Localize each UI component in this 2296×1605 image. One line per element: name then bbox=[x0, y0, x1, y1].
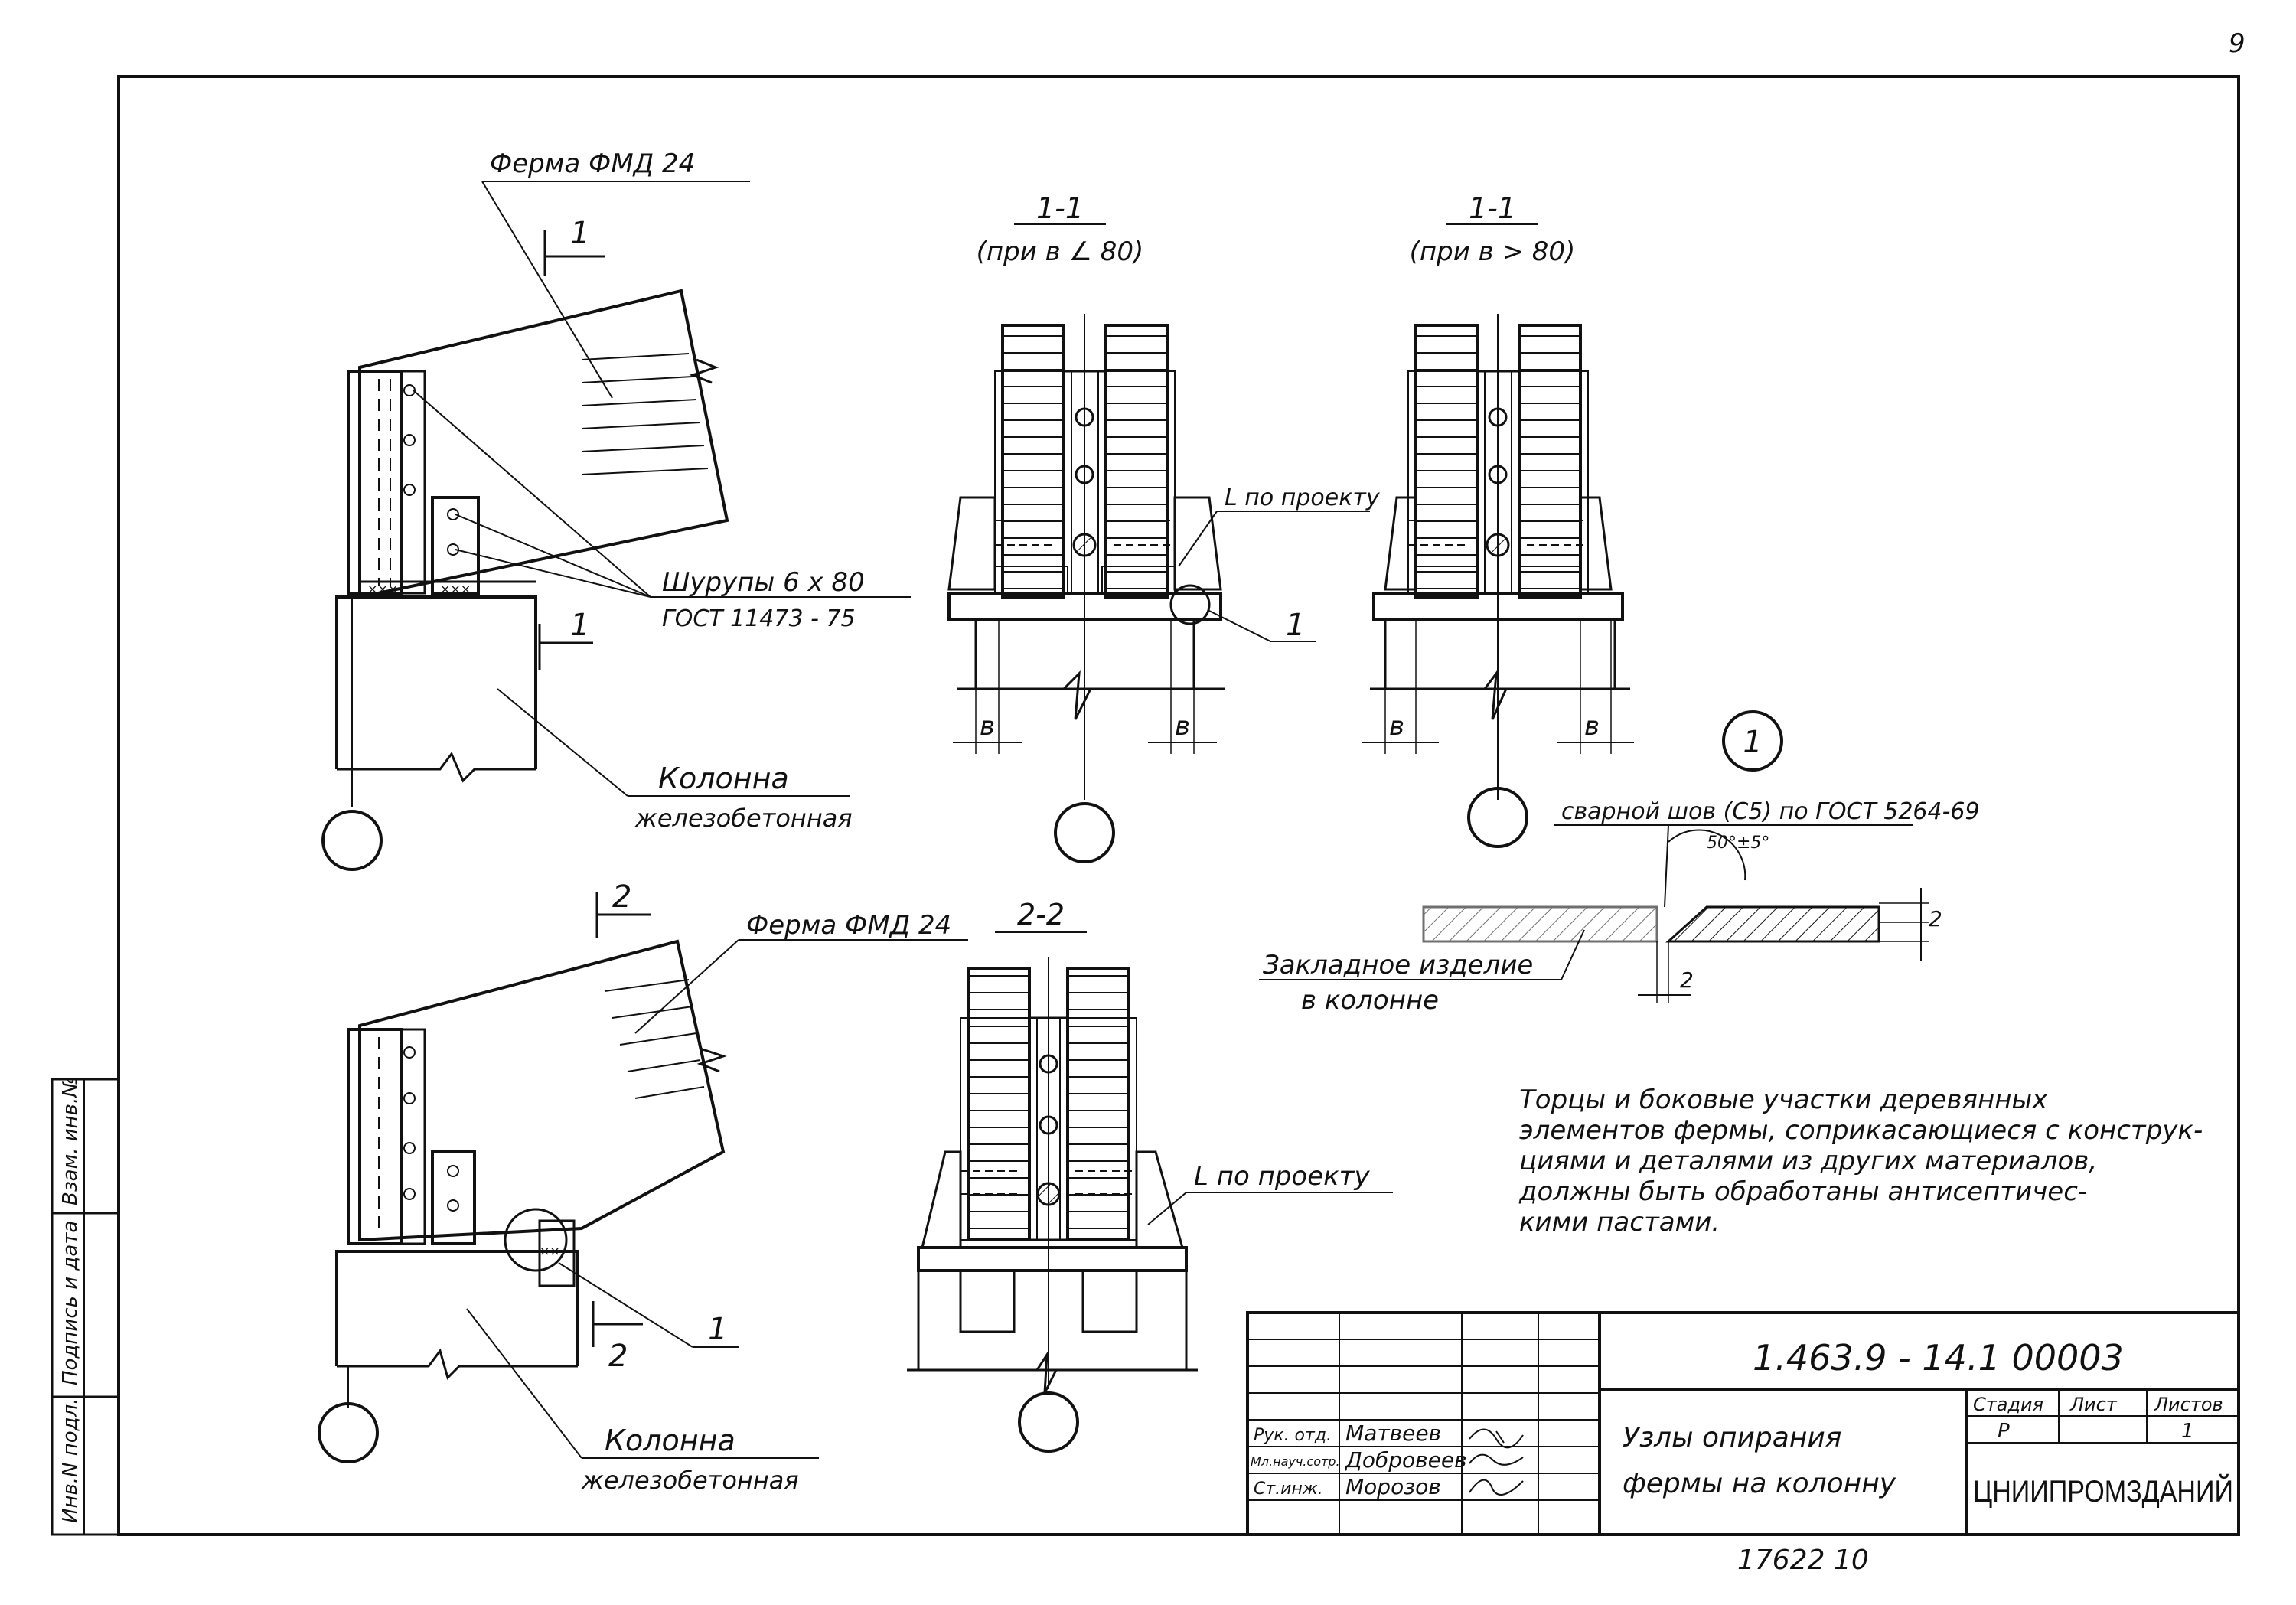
embedded-label: Закладное изделие bbox=[1263, 950, 1533, 980]
detail-1: 1 сварной шов (С5) по ГОСТ 5264-69 50°±5… bbox=[1259, 710, 1980, 1016]
side-stamp: Инв.N подл. Подпись и дата Взам. инв.№ bbox=[51, 1077, 120, 1536]
view-top-left: ××× ××× 1 1 Ферма ФМД 24 Шурупы 6 х 80 Г… bbox=[321, 148, 911, 871]
stage-value: Р bbox=[1998, 1420, 2010, 1443]
footer-number: 17622 10 bbox=[1737, 1545, 1869, 1576]
welded-plate bbox=[1665, 905, 1880, 943]
dim-b-b-left: в bbox=[1389, 711, 1404, 742]
section-a-condition: (при в ∠ 80) bbox=[977, 237, 1144, 267]
detail-mark-a: 1 bbox=[1286, 608, 1305, 643]
sheets-header: Листов bbox=[2154, 1394, 2223, 1415]
truss-top bbox=[358, 289, 729, 599]
axis-bubble-4 bbox=[318, 1402, 379, 1463]
stamp-replace-inv: Взам. инв.№ bbox=[59, 1077, 82, 1205]
truss-label-top: Ферма ФМД 24 bbox=[490, 148, 695, 179]
note-line-2: элементов фермы, соприкасающиеся с конст… bbox=[1519, 1115, 2203, 1146]
name-3: Морозов bbox=[1345, 1474, 1441, 1499]
stamp-inv-no: Инв.N подл. bbox=[59, 1398, 82, 1523]
signature-2 bbox=[1469, 1453, 1524, 1466]
general-note: Торцы и боковые участки деревянных элеме… bbox=[1518, 1085, 2203, 1238]
signature-1 bbox=[1469, 1428, 1524, 1449]
chord-right-b bbox=[1518, 324, 1582, 599]
section-1-1-a: 1-1 (при в ∠ 80) 1 L по проекту bbox=[947, 191, 1381, 863]
truss-grain-lines bbox=[581, 353, 709, 475]
column-label-bottom-2: железобетонная bbox=[581, 1466, 799, 1495]
dim-b-a-left: в bbox=[980, 711, 995, 742]
role-1: Рук. отд. bbox=[1254, 1426, 1332, 1445]
sheets-value: 1 bbox=[2181, 1420, 2194, 1443]
dim-b-a-right: в bbox=[1175, 711, 1190, 742]
section-b-condition: (при в > 80) bbox=[1410, 237, 1576, 267]
truss-break-mark bbox=[689, 358, 719, 384]
title-line-1: Узлы опирания bbox=[1623, 1422, 1841, 1453]
role-3: Ст.инж. bbox=[1254, 1479, 1323, 1499]
page-number: 9 bbox=[2229, 28, 2245, 59]
detail-mark-bottom: 1 bbox=[708, 1312, 727, 1347]
svg-text:×××: ××× bbox=[367, 582, 398, 596]
stamp-sign-date: Подпись и дата bbox=[59, 1221, 82, 1385]
dim-gap: 2 bbox=[1680, 967, 1694, 993]
chord-right-c bbox=[1066, 967, 1130, 1241]
sheet-header: Лист bbox=[2069, 1394, 2118, 1415]
stage-header: Стадия bbox=[1973, 1394, 2043, 1415]
name-2: Добровеев bbox=[1344, 1447, 1467, 1473]
column-label-top-2: железобетонная bbox=[634, 804, 853, 833]
truss-bottom bbox=[358, 939, 726, 1242]
weld-label: сварной шов (С5) по ГОСТ 5264-69 bbox=[1561, 798, 1980, 825]
axis-bubble-3 bbox=[1467, 787, 1528, 848]
organization: ЦНИИПРОМЗДАНИЙ bbox=[1973, 1473, 2233, 1509]
detail-circle-a bbox=[1169, 584, 1211, 625]
detail-callout-number: 1 bbox=[1743, 725, 1762, 760]
sheet-frame bbox=[117, 75, 2240, 1536]
embedded-label-2: в колонне bbox=[1301, 985, 1439, 1016]
chord-left-a bbox=[1001, 324, 1065, 599]
chord-left-b bbox=[1414, 324, 1479, 599]
role-2: Мл.науч.сотр. bbox=[1251, 1454, 1340, 1469]
axis-bubble-2 bbox=[1054, 802, 1115, 863]
column-break-mark bbox=[337, 752, 536, 783]
detail-callout-circle bbox=[1722, 710, 1783, 772]
section-mark-bottom: 1 bbox=[570, 608, 589, 643]
note-line-3: циями и деталями из других материалов, bbox=[1519, 1146, 2097, 1176]
truss-label-bottom: Ферма ФМД 24 bbox=[746, 910, 951, 941]
section-2-2: 2-2 L по проекту bbox=[907, 898, 1393, 1453]
section-c-title: 2-2 bbox=[1017, 898, 1065, 931]
note-line-1: Торцы и боковые участки деревянных bbox=[1519, 1085, 2048, 1115]
section-mark-top: 1 bbox=[570, 216, 589, 251]
chord-left-c bbox=[967, 967, 1031, 1241]
screws-label: Шурупы 6 х 80 bbox=[662, 567, 865, 598]
axis-bubble-1 bbox=[321, 810, 383, 871]
detail-circle-bottom bbox=[504, 1208, 568, 1272]
svg-text:×××: ××× bbox=[440, 582, 471, 596]
column-bottom-left bbox=[335, 1250, 579, 1366]
dim-b-b-right: в bbox=[1584, 711, 1600, 742]
column-label-bottom: Колонна bbox=[605, 1424, 735, 1457]
dim-height: 2 bbox=[1929, 906, 1942, 931]
support-plate-vertical bbox=[347, 370, 403, 595]
section-b-title: 1-1 bbox=[1469, 191, 1516, 225]
column-label-top: Колонна bbox=[658, 762, 789, 795]
section-a-title: 1-1 bbox=[1036, 191, 1084, 225]
section-mark-2-bottom: 2 bbox=[608, 1339, 628, 1374]
angle-label-c: L по проекту bbox=[1194, 1161, 1370, 1192]
axis-bubble-5 bbox=[1018, 1391, 1079, 1453]
angle-label-a: L по проекту bbox=[1225, 484, 1381, 511]
support-plate-small bbox=[431, 496, 480, 595]
embedded-plate bbox=[1422, 905, 1658, 943]
screws-standard: ГОСТ 11473 - 75 bbox=[662, 605, 856, 632]
signature-3 bbox=[1469, 1479, 1524, 1496]
title-block: Рук. отд. Матвеев Мл.науч.сотр. Добровее… bbox=[1246, 1311, 2240, 1536]
doc-code: 1.463.9 - 14.1 00003 bbox=[1753, 1337, 2124, 1378]
screw-heads-vertical bbox=[403, 384, 416, 496]
note-line-5: кими пастами. bbox=[1519, 1207, 1720, 1238]
section-mark-2-top: 2 bbox=[612, 879, 631, 915]
title-line-2: фермы на колонну bbox=[1623, 1468, 1896, 1499]
chord-right-a bbox=[1104, 324, 1169, 599]
name-1: Матвеев bbox=[1345, 1421, 1441, 1446]
weld-angle: 50°±5° bbox=[1707, 833, 1769, 853]
section-1-1-b: 1-1 (при в > 80) в в bbox=[1362, 191, 1634, 848]
view-bottom-left: ×× 2 2 1 Ферма ФМД 24 Колонна железобето… bbox=[318, 879, 968, 1495]
column-top-left bbox=[335, 595, 537, 769]
note-line-4: должны быть обработаны антисептичес- bbox=[1518, 1176, 2087, 1207]
